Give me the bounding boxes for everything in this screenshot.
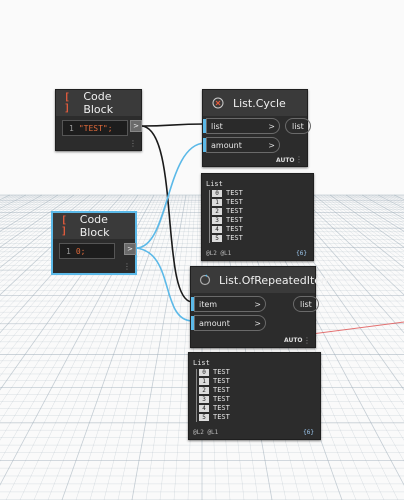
item-index: 2	[199, 386, 209, 394]
code-editor[interactable]: 1 "TEST";	[62, 120, 128, 136]
item-value: TEST	[213, 395, 230, 403]
item-index: 3	[199, 395, 209, 403]
node-header[interactable]: [ ] Code Block	[53, 213, 135, 239]
item-value: TEST	[226, 207, 243, 215]
item-value: TEST	[213, 368, 230, 376]
item-value: TEST	[213, 404, 230, 412]
output-port[interactable]: >	[124, 243, 136, 255]
list-item: 2 TEST	[199, 386, 230, 394]
list-item: 4 TEST	[212, 225, 243, 233]
wire-codeblock2-to-cycle-amount[interactable]	[135, 142, 206, 249]
node-title: List.Cycle	[233, 96, 286, 110]
lacing-label[interactable]: AUTO	[284, 337, 303, 344]
item-value: TEST	[226, 225, 243, 233]
input-port-list[interactable]: list >	[203, 118, 280, 134]
list-item: 1 TEST	[212, 198, 243, 206]
item-index: 5	[212, 234, 222, 242]
item-index: 1	[212, 198, 222, 206]
code-text: 0;	[75, 246, 86, 256]
item-value: TEST	[226, 198, 243, 206]
watch-title: List	[193, 359, 210, 367]
more-icon[interactable]: ⋮	[295, 155, 303, 164]
list-item: 5 TEST	[212, 234, 243, 242]
item-index: 5	[199, 413, 209, 421]
item-value: TEST	[213, 413, 230, 421]
node-header[interactable]: List.Cycle	[203, 90, 307, 116]
item-value: TEST	[226, 216, 243, 224]
list-item: 3 TEST	[199, 395, 230, 403]
brackets-icon: [ ]	[64, 92, 71, 114]
item-value: TEST	[226, 234, 243, 242]
chevron-right-icon: >	[254, 299, 261, 309]
line-number: 1	[69, 123, 74, 133]
item-value: TEST	[213, 386, 230, 394]
list-item: 1 TEST	[199, 377, 230, 385]
output-port-list[interactable]: list	[285, 118, 311, 134]
code-editor[interactable]: 1 0;	[59, 243, 115, 259]
x-circle-icon	[211, 96, 225, 110]
list-count: {6}	[303, 429, 314, 436]
output-port[interactable]: >	[130, 120, 142, 132]
item-index: 4	[199, 404, 209, 412]
more-icon[interactable]: ⋮	[123, 262, 131, 271]
code-block-node-2[interactable]: [ ] Code Block 1 0; > ⋮	[52, 212, 136, 274]
list-repeated-item-node[interactable]: List.OfRepeatedItem item > amount > list…	[190, 266, 332, 348]
list-item: 2 TEST	[212, 207, 243, 215]
item-index: 4	[212, 225, 222, 233]
item-index: 0	[212, 189, 222, 197]
brackets-icon: [ ]	[61, 215, 68, 237]
port-label: amount	[199, 318, 230, 328]
chevron-right-icon: >	[268, 140, 275, 150]
more-icon[interactable]: ⋮	[303, 336, 311, 345]
node-header[interactable]: [ ] Code Block	[56, 90, 141, 116]
port-label: item	[199, 299, 218, 309]
output-port-list[interactable]: list	[293, 296, 319, 312]
node-title: List.OfRepeatedItem	[219, 273, 332, 287]
input-port-amount[interactable]: amount >	[203, 137, 280, 153]
line-number: 1	[66, 246, 71, 256]
more-icon[interactable]: ⋮	[129, 139, 137, 148]
item-index: 0	[199, 368, 209, 376]
chevron-right-icon: >	[268, 121, 275, 131]
item-index: 3	[212, 216, 222, 224]
list-item: 5 TEST	[199, 413, 230, 421]
list-item: 3 TEST	[212, 216, 243, 224]
list-item: 4 TEST	[199, 404, 230, 412]
list-count: {6}	[296, 250, 307, 257]
code-text: "TEST";	[78, 123, 113, 133]
list-item: 0 TEST	[212, 189, 243, 197]
item-index: 1	[199, 377, 209, 385]
cycle-icon	[199, 273, 211, 287]
item-value: TEST	[213, 377, 230, 385]
list-item: 0 TEST	[199, 368, 230, 376]
node-header[interactable]: List.OfRepeatedItem	[191, 267, 332, 293]
item-index: 2	[212, 207, 222, 215]
node-title: Code Block	[79, 213, 110, 239]
input-port-item[interactable]: item >	[191, 296, 266, 312]
watch-title: List	[206, 180, 223, 188]
wire-codeblock1-to-cycle-list[interactable]	[141, 123, 206, 127]
code-block-node-1[interactable]: [ ] Code Block 1 "TEST"; > ⋮	[55, 89, 142, 151]
wire-codeblock1-to-repeated-item[interactable]	[141, 125, 193, 303]
port-label: amount	[211, 140, 242, 150]
list-levels: @L2 @L1	[193, 429, 219, 436]
item-value: TEST	[226, 189, 243, 197]
list-levels: @L2 @L1	[206, 250, 232, 257]
input-port-amount[interactable]: amount >	[191, 315, 266, 331]
node-title: Code Block	[83, 90, 114, 116]
chevron-right-icon: >	[254, 318, 261, 328]
wire-codeblock2-to-repeated-amount[interactable]	[135, 247, 193, 322]
list-cycle-node[interactable]: List.Cycle list > amount > list AUTO ⋮	[202, 89, 311, 167]
port-label: list	[292, 121, 304, 131]
lacing-label[interactable]: AUTO	[276, 157, 295, 164]
port-label: list	[211, 121, 223, 131]
port-label: list	[300, 299, 312, 309]
